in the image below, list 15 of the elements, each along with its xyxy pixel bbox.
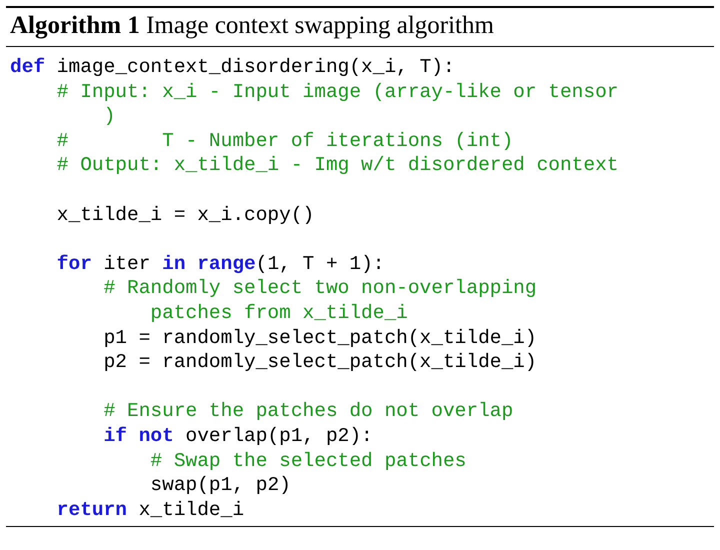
code-comment: # Randomly select two non-overlapping patches from x_tilde_i [104, 276, 538, 326]
code-line: if not overlap(p1, p2): [104, 424, 373, 448]
code-line: swap(p1, p2) [150, 473, 291, 498]
code-comment: # Input: x_i - Input image (array-like or tensor ) [56, 80, 620, 129]
code-comment: # Swap the selected patches [150, 448, 466, 474]
code-line: def image_context_disordering(x_i, T): [10, 55, 455, 80]
code-comment: # T - Number of iterations (int) [56, 128, 514, 154]
code-line: x_tilde_i = x_i.copy() [56, 202, 314, 228]
code-comment: # Ensure the patches do not overlap [104, 399, 514, 424]
code-comment: # Output: x_tilde_i - Img w/t disordered context [56, 153, 618, 178]
code-line: p1 = randomly_select_patch(x_tilde_i) [104, 326, 537, 350]
code-line: p2 = randomly_select_patch(x_tilde_i) [104, 350, 537, 375]
algorithm-title: Algorithm 1 Image context swapping algorithm [9, 11, 495, 41]
code-line: for iter in range(1, T + 1): [56, 252, 384, 276]
code-line: return x_tilde_i [56, 498, 244, 522]
